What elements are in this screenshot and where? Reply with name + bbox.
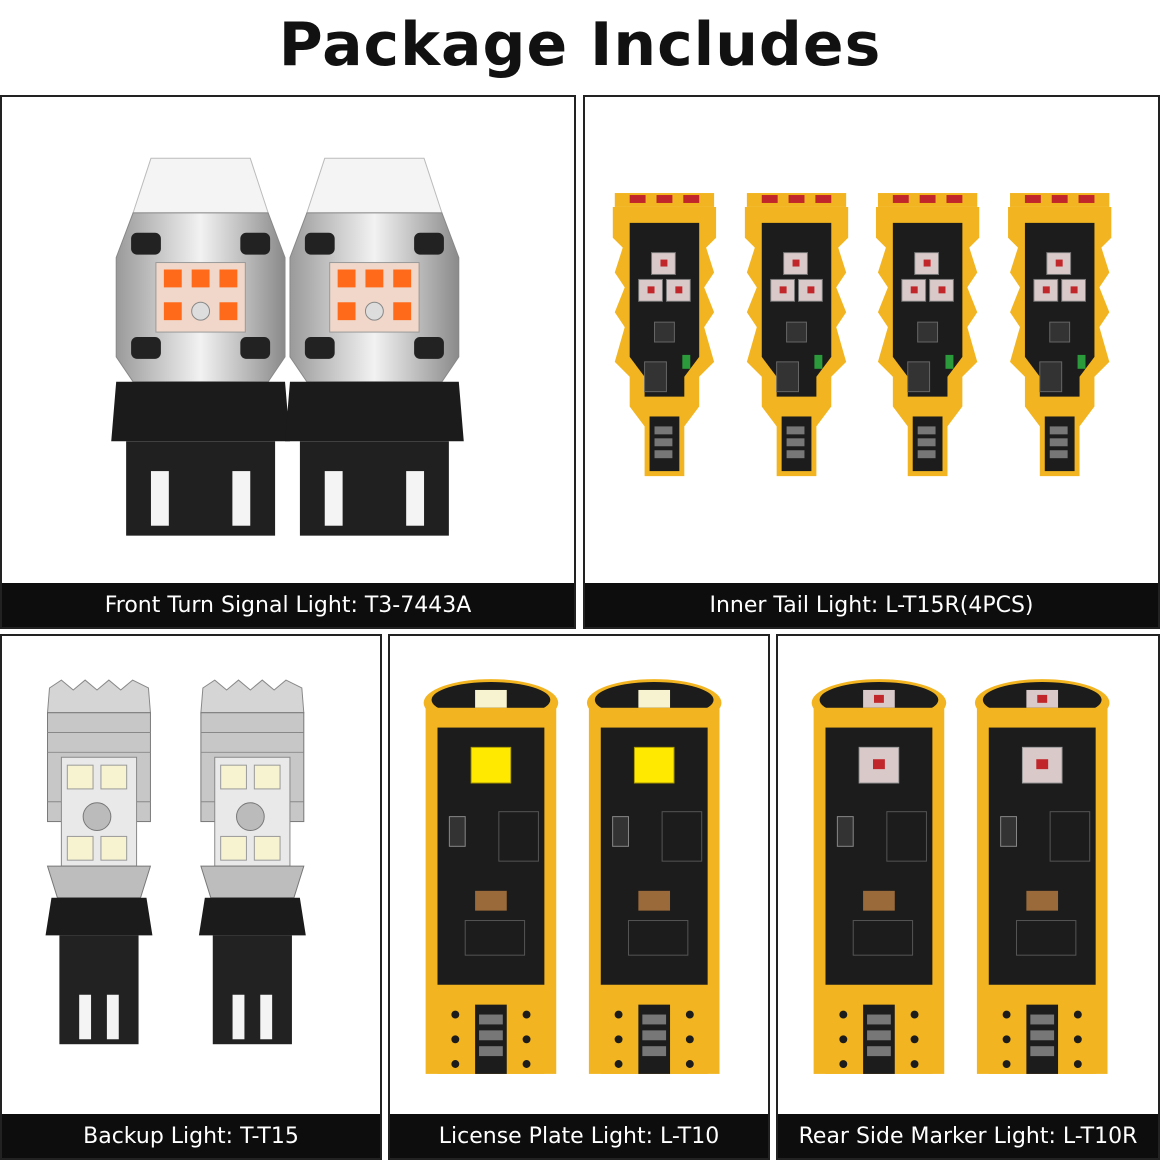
panel-backup: Backup Light: T-T15 xyxy=(0,634,382,1160)
bulb-t10-icon xyxy=(423,678,722,1075)
caption-backup: Backup Light: T-T15 xyxy=(2,1114,380,1158)
caption-front-turn-signal: Front Turn Signal Light: T3-7443A xyxy=(2,583,574,627)
bulb-7443-icon xyxy=(111,157,465,537)
caption-rear-side-marker: Rear Side Marker Light: L-T10R xyxy=(778,1114,1158,1158)
bulb-t15-icon xyxy=(45,679,307,1045)
panel-license-plate: License Plate Light: L-T10 xyxy=(388,634,770,1160)
panel-front-turn-signal: Front Turn Signal Light: T3-7443A xyxy=(0,95,576,629)
bulb-t15r-icon xyxy=(612,192,1112,477)
caption-inner-tail: Inner Tail Light: L-T15R(4PCS) xyxy=(585,583,1158,627)
panel-rear-side-marker: Rear Side Marker Light: L-T10R xyxy=(776,634,1160,1160)
caption-license-plate: License Plate Light: L-T10 xyxy=(390,1114,768,1158)
bulb-t10r-icon xyxy=(811,678,1111,1075)
page-title: Package Includes xyxy=(278,10,882,80)
panel-inner-tail: Inner Tail Light: L-T15R(4PCS) xyxy=(583,95,1160,629)
